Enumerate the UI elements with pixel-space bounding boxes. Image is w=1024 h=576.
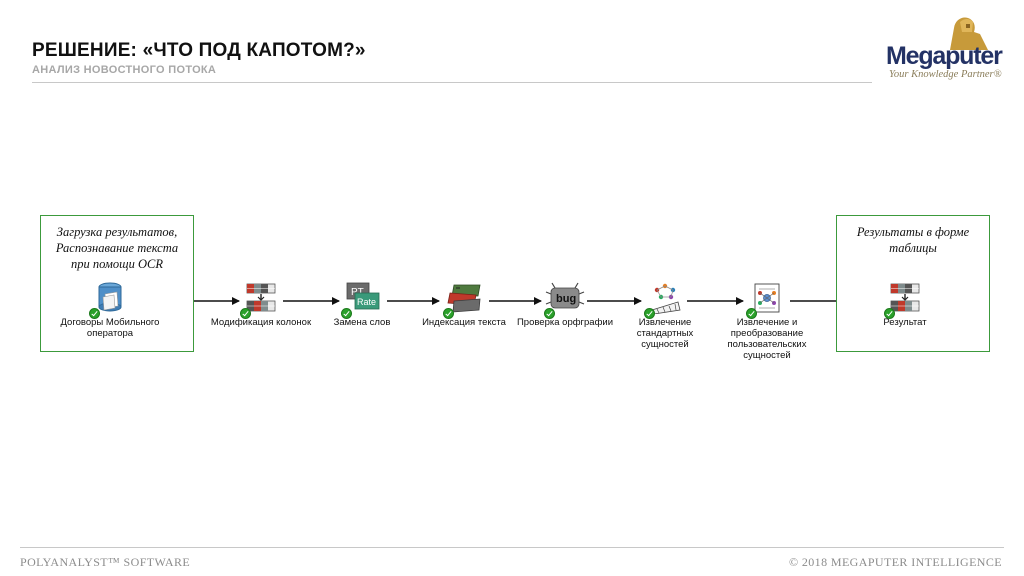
checkmark-icon (644, 308, 655, 319)
table-columns-icon (240, 282, 281, 319)
node-label: Проверка орфграфии (516, 317, 614, 328)
spell-check-bug-icon: bug (544, 282, 585, 319)
svg-text:PT: PT (351, 287, 364, 298)
output-stage-caption: Результаты в форме таблицы (856, 225, 970, 255)
logo-wordmark: Megaputer (886, 42, 1003, 70)
checkmark-icon (341, 308, 352, 319)
input-stage-caption: Загрузка результатов, Распознавание текс… (55, 225, 179, 271)
table-result-icon (884, 282, 925, 319)
node-label: Модификация колонок (210, 317, 312, 328)
node-replace-words[interactable]: PT Rate Замена слов (302, 282, 422, 328)
checkmark-icon (544, 308, 555, 319)
page-subtitle: АНАЛИЗ НОВОСТНОГО ПОТОКА (32, 64, 217, 76)
node-extract-custom-entities[interactable]: Извлечение и преобразование пользователь… (707, 282, 827, 361)
svg-text:Rate: Rate (357, 297, 376, 307)
node-label: Результат (883, 317, 927, 328)
database-icon (89, 282, 130, 319)
entity-extraction-icon (644, 282, 685, 319)
megaputer-logo: Megaputer Your Knowledge Partner® (880, 14, 1003, 84)
node-modify-columns[interactable]: Модификация колонок (201, 282, 321, 328)
node-text-indexing[interactable]: Индексация текста (404, 282, 524, 328)
node-label: Извлечение стандартных сущностей (636, 317, 694, 350)
footer-product: POLYANALYST™ SOFTWARE (20, 555, 191, 569)
node-label: Договоры Мобильного оператора (60, 317, 160, 339)
text-index-icon (443, 282, 484, 319)
checkmark-icon (89, 308, 100, 319)
sphinx-icon (950, 17, 988, 50)
page-title: РЕШЕНИЕ: «ЧТО ПОД КАПОТОМ?» (32, 40, 366, 61)
header-divider (32, 82, 872, 83)
node-spell-check[interactable]: bug Проверка орфграфии (505, 282, 625, 328)
footer-divider (20, 547, 1004, 548)
footer-copyright: © 2018 MEGAPUTER INTELLIGENCE (788, 555, 1002, 569)
replace-words-icon: PT Rate (341, 282, 382, 319)
node-label: Индексация текста (422, 317, 506, 328)
checkmark-icon (884, 308, 895, 319)
checkmark-icon (240, 308, 251, 319)
node-contracts-source[interactable]: Договоры Мобильного оператора (50, 282, 170, 339)
logo-tagline: Your Knowledge Partner® (889, 69, 1002, 80)
checkmark-icon (746, 308, 757, 319)
node-extract-standard-entities[interactable]: Извлечение стандартных сущностей (605, 282, 725, 350)
entity-transform-icon (746, 282, 787, 319)
node-label: Замена слов (333, 317, 391, 328)
output-stage-box: Результаты в форме таблицы (836, 215, 990, 352)
svg-text:bug: bug (556, 293, 576, 305)
node-result[interactable]: Результат (845, 282, 965, 328)
checkmark-icon (443, 308, 454, 319)
node-label: Извлечение и преобразование пользователь… (727, 317, 807, 361)
